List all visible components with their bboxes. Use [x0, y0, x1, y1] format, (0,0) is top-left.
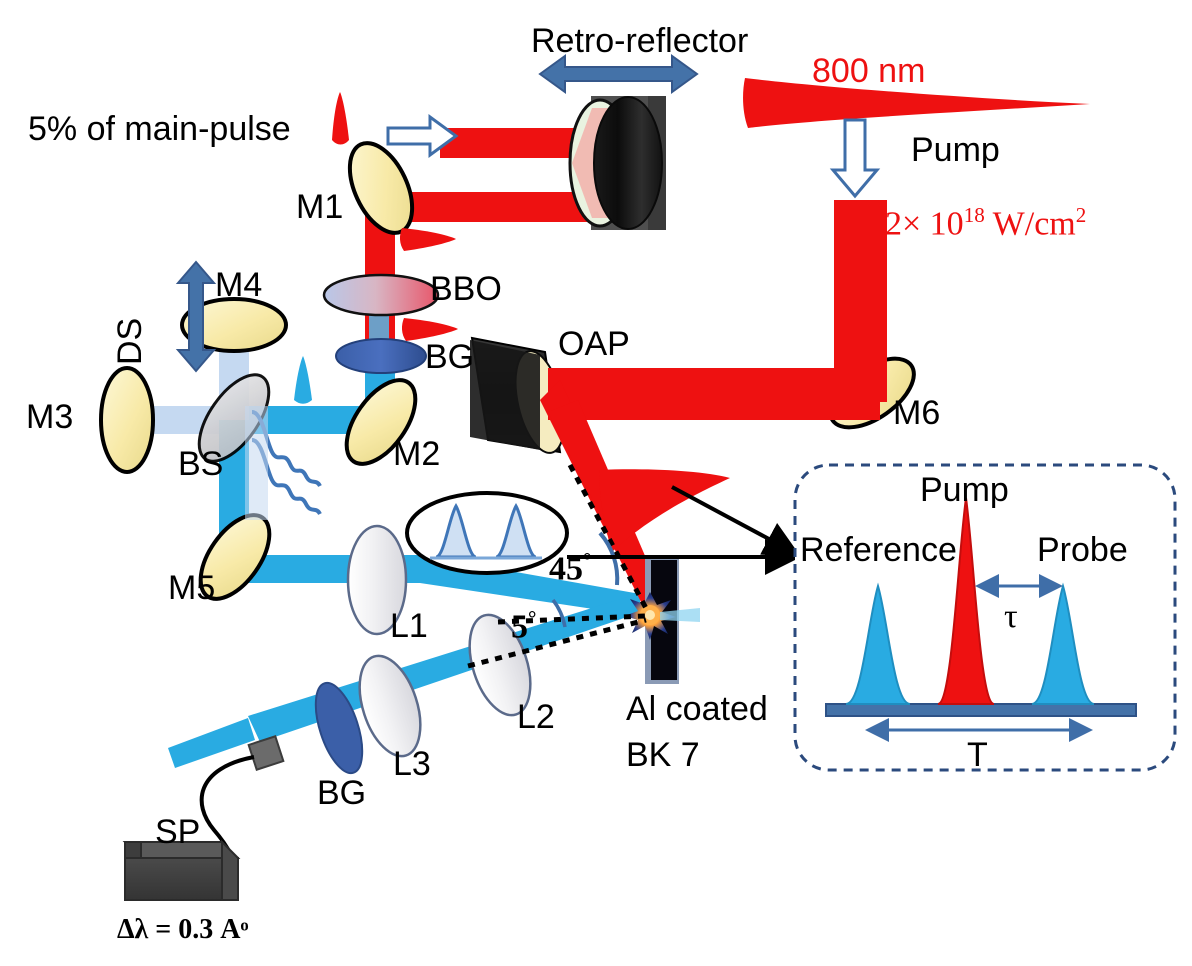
mirror-m3: [99, 366, 155, 474]
red-pulse-glyph-oap: [599, 469, 730, 552]
intensity-prefix: 2× 10: [885, 205, 964, 243]
label-pump: Pump: [911, 131, 1000, 169]
label-m1: M1: [296, 188, 344, 226]
oap-mirror: [470, 336, 566, 454]
open-arrow-pump-down[interactable]: [829, 118, 881, 199]
retro-reflector-assembly: [568, 96, 666, 230]
angle-45-value: 45: [549, 550, 583, 588]
bg-filter-top: [335, 338, 427, 374]
label-inset-tau: τ: [1004, 598, 1018, 635]
label-intensity: 2× 1018 W/cm2: [885, 203, 1087, 243]
red-pulse-glyph-after-m1: [399, 228, 456, 251]
label-target-line1: Al coated: [626, 690, 768, 728]
label-m6: M6: [893, 394, 941, 432]
timing-inset-panel: [793, 463, 1177, 772]
delay-stage-arrow[interactable]: [175, 260, 217, 373]
red-pulse-glyph-input: [332, 92, 349, 145]
label-inset-pump: Pump: [920, 471, 1009, 509]
intensity-exponent: 18: [963, 203, 985, 227]
label-retro-reflector: Retro-reflector: [531, 22, 749, 60]
label-wavelength-800nm: 800 nm: [812, 52, 926, 90]
label-ds: DS: [111, 317, 149, 365]
label-target-line2: BK 7: [626, 736, 700, 774]
label-inset-reference: Reference: [800, 531, 957, 569]
label-spectral-resolution: Δλ = 0.3 Aᵒ: [117, 914, 249, 945]
label-l1: L1: [390, 607, 428, 645]
lens-l3: [358, 654, 422, 758]
blue-pulse-glyph-after-bg: [294, 356, 312, 404]
label-angle-5: 5°: [511, 606, 537, 646]
label-inset-period: T: [967, 736, 988, 774]
angle-45-degree-sign: °: [583, 548, 592, 572]
retro-translation-arrow[interactable]: [538, 54, 699, 94]
mirror-m4: [180, 297, 288, 353]
label-main-pulse: 5% of main-pulse: [28, 110, 291, 148]
label-bg-top: BG: [425, 338, 475, 376]
mirror-m2: [344, 378, 418, 466]
lens-l1: [346, 524, 408, 636]
label-inset-probe: Probe: [1037, 531, 1128, 569]
spectrometer-sp: [122, 839, 241, 901]
chirped-pulse-glyph-800nm: [743, 78, 1090, 128]
pointer-arrows-to-inset: [567, 485, 801, 575]
label-oap: OAP: [558, 325, 630, 363]
label-bg-bottom: BG: [317, 774, 367, 812]
intensity-suffix-exponent: 2: [1075, 203, 1087, 227]
intensity-suffix: W/cm: [984, 205, 1076, 243]
label-m3: M3: [26, 398, 74, 436]
label-l2: L2: [517, 698, 555, 736]
angle-5-degree-sign: °: [528, 606, 537, 630]
bg-filter-bottom: [314, 681, 364, 775]
double-pulse-oval: [405, 491, 569, 575]
label-bs: BS: [178, 445, 224, 483]
label-m5: M5: [168, 569, 216, 607]
bbo-crystal: [322, 273, 440, 317]
red-pulse-glyph-after-bbo: [401, 318, 458, 341]
label-l3: L3: [393, 745, 431, 783]
label-angle-45: 45°: [549, 548, 592, 588]
mirror-m1: [347, 141, 415, 235]
lens-l2: [468, 613, 532, 717]
label-m2: M2: [393, 435, 441, 473]
open-arrow-input[interactable]: [386, 114, 459, 158]
label-sp: SP: [155, 813, 201, 851]
label-bbo: BBO: [430, 270, 502, 308]
label-m4: M4: [215, 266, 263, 304]
blue-pulse-train-bs: [245, 406, 322, 520]
angle-5-value: 5: [511, 608, 528, 646]
